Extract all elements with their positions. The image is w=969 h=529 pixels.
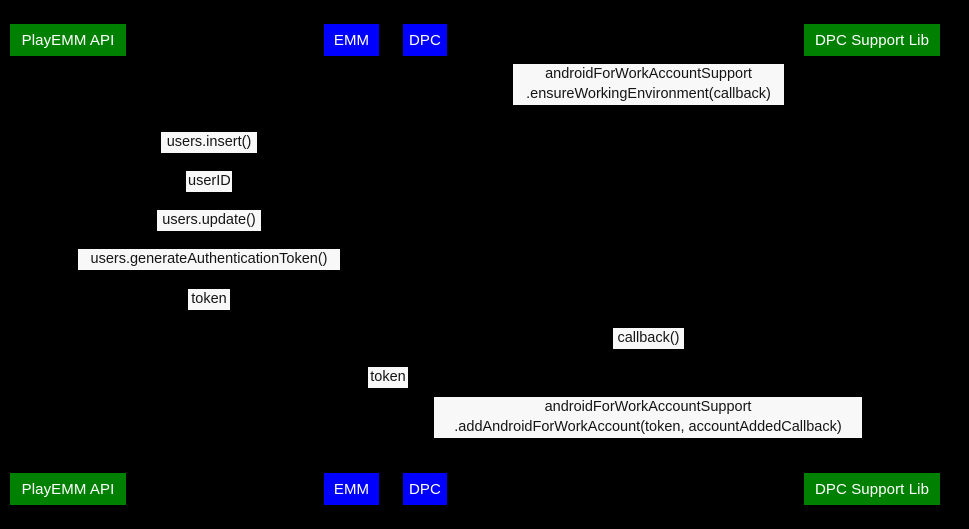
- message-label-users-insert[interactable]: users.insert(): [161, 132, 257, 153]
- lifeline-dpc: [425, 56, 426, 473]
- message-arrow-callback: [425, 351, 872, 352]
- header-participant-emm[interactable]: EMM: [324, 24, 379, 56]
- message-label-line: token: [191, 291, 227, 307]
- message-label-callback[interactable]: callback(): [613, 328, 684, 349]
- footer-participant-dpc-support-lib[interactable]: DPC Support Lib: [804, 473, 940, 505]
- message-arrow-token-to-emm: [68, 312, 351, 313]
- message-label-token-to-emm[interactable]: token: [188, 289, 230, 310]
- participant-label: EMM: [333, 31, 370, 49]
- message-label-token-to-dpc[interactable]: token: [368, 367, 408, 388]
- message-label-line: androidForWorkAccountSupport: [545, 66, 752, 82]
- lifeline-emm: [351, 56, 352, 473]
- message-label-users-generate-authentication-token[interactable]: users.generateAuthenticationToken(): [78, 249, 340, 270]
- header-participant-dpc-support-lib[interactable]: DPC Support Lib: [804, 24, 940, 56]
- message-label-line: userID: [188, 173, 231, 189]
- message-arrow-user-id: [68, 194, 351, 195]
- header-participant-dpc[interactable]: DPC: [403, 24, 447, 56]
- footer-participant-emm[interactable]: EMM: [324, 473, 379, 505]
- participant-label: DPC: [409, 31, 441, 49]
- message-label-line: androidForWorkAccountSupport: [544, 399, 752, 415]
- participant-label: DPC Support Lib: [814, 31, 930, 49]
- message-label-line: .ensureWorkingEnvironment(callback): [526, 85, 771, 102]
- message-label-line: users.update(): [162, 212, 256, 228]
- message-label-line: users.generateAuthenticationToken(): [90, 251, 328, 267]
- message-arrow-users-generate-authentication-token: [68, 272, 351, 273]
- participant-label: DPC: [409, 480, 441, 498]
- message-label-users-update[interactable]: users.update(): [157, 210, 261, 231]
- message-label-ensure-working-environment[interactable]: androidForWorkAccountSupport .ensureWorki…: [513, 64, 784, 105]
- message-label-user-id[interactable]: userID: [186, 171, 232, 192]
- lifeline-playemm-api: [68, 56, 69, 473]
- message-label-line: token: [370, 369, 406, 385]
- message-arrow-add-android-for-work-account: [425, 440, 872, 441]
- message-label-line: users.insert(): [166, 134, 252, 150]
- message-arrow-users-insert: [68, 155, 351, 156]
- message-arrow-ensure-working-environment: [425, 107, 872, 108]
- participant-label: EMM: [333, 480, 370, 498]
- message-label-add-android-for-work-account[interactable]: androidForWorkAccountSupport .addAndroidF…: [434, 397, 862, 438]
- participant-label: PlayEMM API: [21, 31, 115, 49]
- header-participant-playemm-api[interactable]: PlayEMM API: [10, 24, 126, 56]
- message-arrow-token-to-dpc: [351, 390, 425, 391]
- lifeline-dpc-support-lib: [872, 56, 873, 473]
- message-label-line: .addAndroidForWorkAccount(token, account…: [454, 418, 842, 435]
- message-label-line: callback(): [617, 330, 680, 346]
- message-arrow-users-update: [68, 233, 351, 234]
- participant-label: PlayEMM API: [21, 480, 115, 498]
- participant-label: DPC Support Lib: [814, 480, 930, 498]
- footer-participant-playemm-api[interactable]: PlayEMM API: [10, 473, 126, 505]
- footer-participant-dpc[interactable]: DPC: [403, 473, 447, 505]
